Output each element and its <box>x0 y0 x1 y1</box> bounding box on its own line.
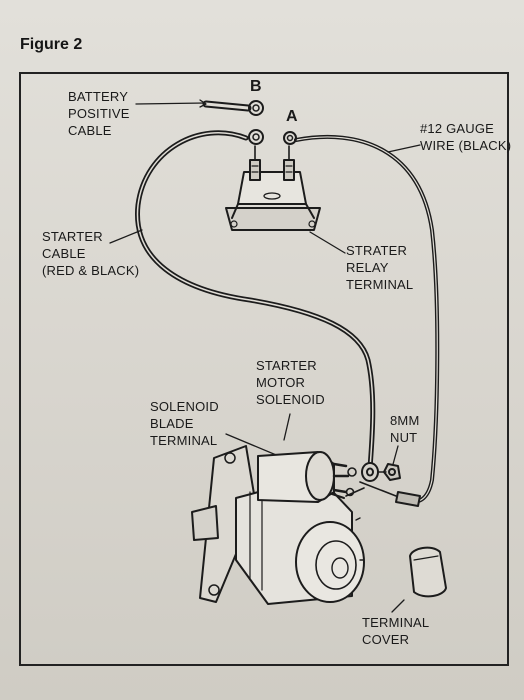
label-starter-motor-solenoid: STARTER MOTOR SOLENOID <box>256 358 325 407</box>
marker-a: A <box>286 108 298 125</box>
label-starter-cable: STARTER CABLE (RED & BLACK) <box>42 229 140 278</box>
marker-b: B <box>250 78 262 95</box>
battery-cable-ring <box>248 100 264 116</box>
label-terminal-cover: TERMINAL COVER <box>362 615 430 647</box>
starter-cable-ring <box>248 129 264 145</box>
label-relay-terminal: STRATER RELAY TERMINAL <box>346 243 414 292</box>
label-battery-positive-cable: BATTERY POSITIVE CABLE <box>68 89 130 138</box>
terminal-cover <box>409 546 447 598</box>
label-gauge-wire: #12 GAUGE WIRE (BLACK) <box>420 121 512 153</box>
starter-motor-solenoid <box>257 451 357 503</box>
blade-connector <box>345 481 421 507</box>
figure-title: Figure 2 <box>20 36 83 53</box>
starter-motor <box>191 445 365 605</box>
diagram-frame <box>19 72 509 666</box>
starter-relay <box>225 145 321 231</box>
solenoid-stud-hardware <box>361 462 401 482</box>
label-nut: 8MM NUT <box>390 413 420 445</box>
label-solenoid-blade-terminal: SOLENOID BLADE TERMINAL <box>150 399 219 448</box>
gauge-wire-ring <box>283 131 297 145</box>
